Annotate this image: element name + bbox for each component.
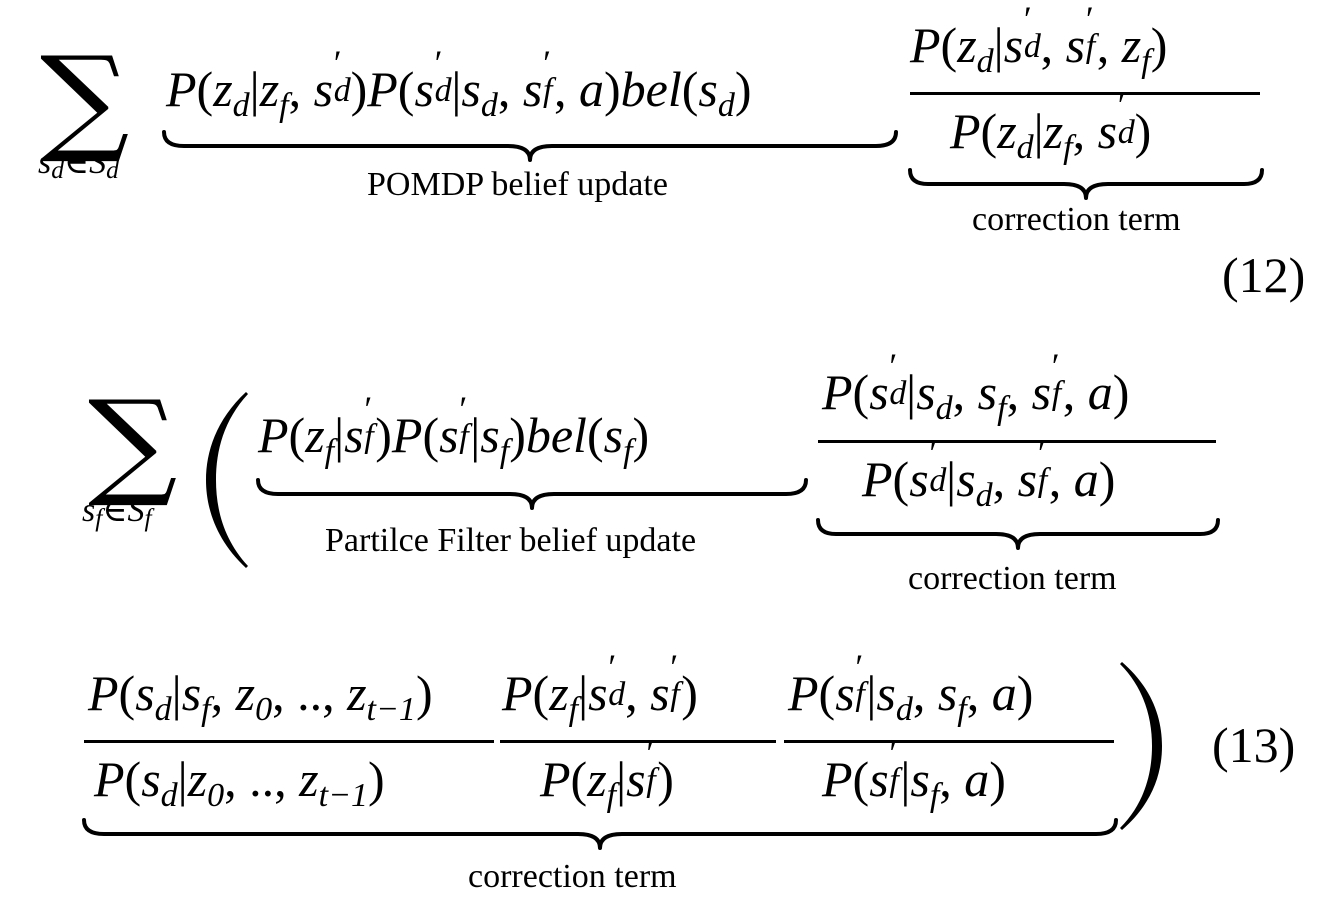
correction-fraction-3-numerator: P(s′ff|sd, sf, a) — [788, 647, 1034, 729]
label-correction-term: correction term — [468, 858, 677, 895]
pomdp-belief-expression: P(zd|zf, s′dd)P(s′dd|sd, s′ff, a)bel(sd) — [166, 43, 752, 125]
label-particle-filter-belief-update: Partilce Filter belief update — [325, 522, 697, 559]
label-correction-term: correction term — [972, 201, 1181, 238]
correction-denominator: P(zd|zf, s′dd) — [950, 85, 1152, 167]
correction-fraction-2-denominator: P(zf|s′ff) — [540, 733, 674, 815]
correction-fraction-3-denominator: P(s′ff|sf, a) — [822, 733, 1006, 815]
fraction-bar — [818, 440, 1216, 443]
label-correction-term: correction term — [908, 560, 1117, 597]
correction-fraction-2-numerator: P(zf|s′dd, s′ff) — [502, 647, 698, 729]
underbrace-correction-12 — [908, 168, 1264, 200]
fraction-bar — [84, 740, 494, 743]
correction-numerator: P(zd|s′dd, s′ff, zf) — [910, 0, 1168, 81]
underbrace-correction-13a — [816, 518, 1220, 550]
correction-denominator: P(s′dd|sd, s′ff, a) — [862, 433, 1116, 515]
summation-symbol: ∑ — [40, 32, 130, 167]
fraction-bar — [910, 92, 1260, 95]
fraction-bar — [500, 740, 776, 743]
summation-symbol: ∑ — [88, 376, 178, 511]
summation-index: sf∈Sf — [82, 492, 152, 532]
left-parenthesis — [206, 392, 248, 568]
underbrace-particle-filter — [256, 478, 808, 510]
label-pomdp-belief-update: POMDP belief update — [367, 166, 668, 203]
equation-number-12: (12) — [1222, 247, 1306, 303]
underbrace-pomdp — [162, 130, 898, 162]
summation-index: sd∈Sd — [38, 144, 119, 184]
correction-fraction-1-numerator: P(sd|sf, z0, .., zt−1) — [88, 665, 433, 729]
equation-number-13: (13) — [1212, 717, 1296, 773]
correction-numerator: P(s′dd|sd, sf, s′ff, a) — [822, 346, 1130, 428]
underbrace-correction-13b — [82, 818, 1118, 850]
fraction-bar — [784, 740, 1114, 743]
correction-fraction-1-denominator: P(sd|z0, .., zt−1) — [94, 751, 385, 815]
right-parenthesis — [1120, 662, 1162, 830]
particle-filter-expression: P(zf|s′ff)P(s′ff|sf)bel(sf) — [258, 389, 650, 471]
